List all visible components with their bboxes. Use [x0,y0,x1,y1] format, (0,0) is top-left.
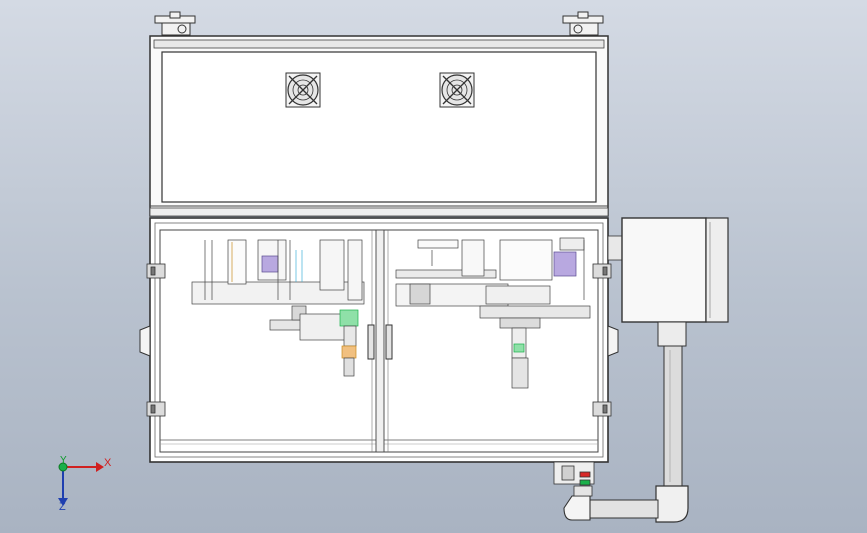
cable-conduit [563,321,689,523]
top-right-mount [562,11,604,36]
hinges [146,263,612,417]
fan-right-icon [439,72,475,108]
coordinate-triad [58,462,104,506]
triad-x-label: X [104,457,112,469]
internal-mechanism-left [191,239,365,377]
door-handles[interactable] [367,324,393,360]
triad-y-label: Y [60,455,67,466]
side-handles[interactable] [139,325,619,357]
upper-housing[interactable] [149,35,609,217]
fan-left-icon [285,72,321,108]
electrical-box[interactable] [607,217,729,323]
top-left-mount [154,11,196,36]
triad-z-label: Z [59,501,66,513]
bottom-connector [553,461,595,497]
internal-mechanism-right [395,237,591,389]
